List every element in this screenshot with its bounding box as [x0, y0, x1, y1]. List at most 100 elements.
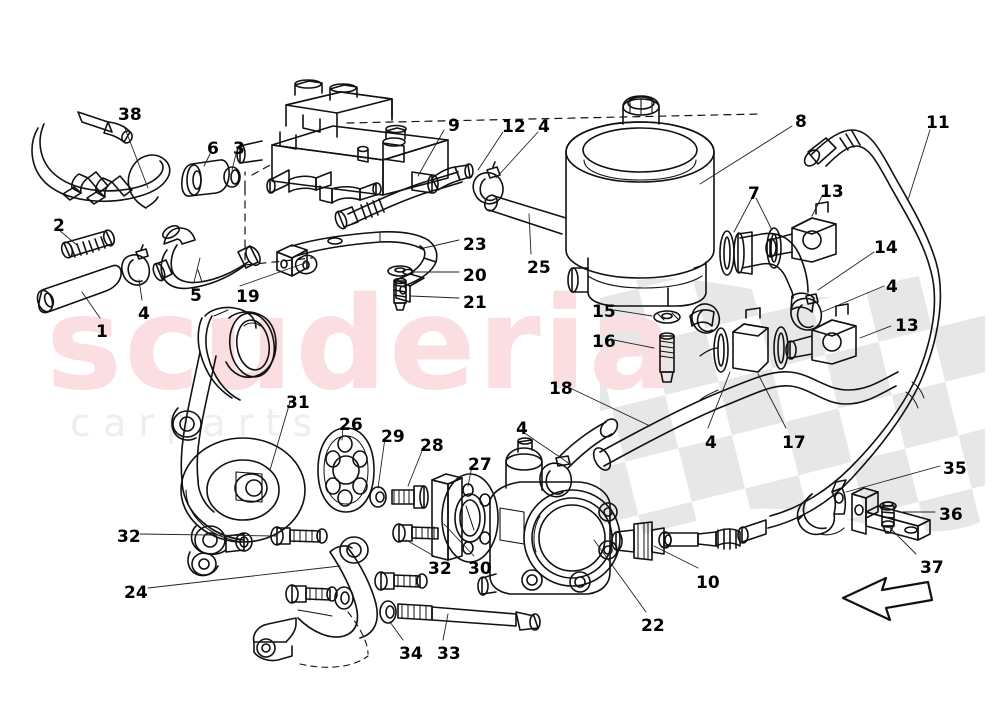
leader-15 — [613, 309, 653, 317]
callout-number-22: 22 — [641, 616, 665, 636]
leader-13b — [859, 325, 892, 339]
part-4-hose-clamp-a — [121, 244, 151, 286]
leader-25 — [528, 213, 532, 255]
leader-22 — [593, 539, 647, 613]
callout-number-15: 15 — [592, 302, 616, 322]
callout-number-4d: 4 — [516, 419, 528, 439]
callout-number-23: 23 — [463, 235, 487, 255]
callout-number-20: 20 — [463, 266, 487, 286]
callout-number-30: 30 — [468, 559, 492, 579]
leader-24 — [147, 565, 341, 589]
leader-34 — [389, 621, 404, 641]
callout-number-32b: 32 — [428, 559, 452, 579]
part-27-drive-flange — [431, 473, 499, 563]
part-10-union-fitting — [611, 521, 665, 561]
callout-number-26: 26 — [339, 415, 363, 435]
callout-number-33: 33 — [437, 644, 461, 664]
part-32-bolt-b — [374, 571, 428, 591]
callout-number-9: 9 — [448, 116, 460, 136]
callout-number-34: 34 — [399, 644, 423, 664]
part-18-suction-hose — [592, 370, 899, 471]
callout-number-17: 17 — [782, 433, 806, 453]
callout-number-24: 24 — [124, 583, 148, 603]
part-4-hose-clamp-b — [472, 161, 504, 205]
part-36-screw — [879, 501, 897, 534]
callout-number-18: 18 — [549, 379, 573, 399]
leader-19 — [239, 261, 309, 287]
callout-number-4e: 4 — [705, 433, 717, 453]
callout-number-12: 12 — [502, 117, 526, 137]
leader-10 — [653, 545, 699, 569]
callout-number-32a: 32 — [117, 527, 141, 547]
callout-number-13a: 13 — [820, 182, 844, 202]
part-2-spring-sleeve — [60, 229, 116, 259]
callout-number-35: 35 — [943, 459, 967, 479]
part-20-washer — [387, 265, 413, 277]
leader-16 — [613, 339, 655, 349]
leader-4e — [707, 371, 731, 429]
leader-33 — [442, 613, 449, 641]
leader-4b — [138, 279, 143, 301]
leader-32b — [405, 539, 435, 557]
part-19-bush — [294, 254, 318, 275]
part-17-seal-cluster — [689, 303, 789, 373]
callout-number-13b: 13 — [895, 316, 919, 336]
part-12-pressure-pipe — [334, 163, 474, 230]
callout-number-19: 19 — [236, 287, 260, 307]
part-30-bolt — [392, 523, 439, 543]
leader-2 — [58, 229, 79, 247]
leader-14 — [817, 251, 875, 291]
part-21-bolt — [393, 277, 407, 311]
callout-number-11: 11 — [926, 113, 950, 133]
leader-38 — [123, 125, 149, 189]
leader-1 — [81, 291, 101, 319]
part-13-elbow-fitting-b — [785, 303, 857, 365]
part-33-long-bolt — [397, 603, 541, 631]
part-5-pressure-hose — [152, 224, 261, 290]
callout-number-27: 27 — [468, 455, 492, 475]
part-14-connector-hose — [733, 231, 815, 313]
leader-18 — [569, 387, 651, 427]
part-9-valve-block — [236, 79, 761, 266]
part-38-sensor-harness — [31, 111, 171, 209]
part-7-seal-rings — [719, 227, 782, 276]
callout-number-28: 28 — [420, 436, 444, 456]
callout-number-8: 8 — [795, 112, 807, 132]
leader-4a — [495, 131, 539, 179]
callout-number-10: 10 — [696, 573, 720, 593]
callout-number-6: 6 — [207, 139, 219, 159]
callout-number-31: 31 — [286, 393, 310, 413]
part-24-pump-bracket — [252, 536, 378, 668]
direction-of-travel-arrow[interactable] — [841, 576, 934, 622]
leader-37 — [889, 527, 917, 555]
leader-4d — [519, 429, 571, 465]
leader-13a — [811, 195, 823, 217]
part-28-bolt — [391, 485, 429, 509]
leader-8 — [699, 125, 793, 185]
callout-number-4c: 4 — [886, 277, 898, 297]
callout-number-16: 16 — [592, 332, 616, 352]
callout-number-1: 1 — [96, 322, 108, 342]
part-13-elbow-fitting-a — [765, 201, 837, 263]
part-23-support-bracket — [276, 231, 438, 303]
part-29-washer — [369, 486, 387, 508]
callout-number-7: 7 — [748, 184, 760, 204]
part-16-banjo-bolt — [659, 332, 675, 383]
part-8-fluid-reservoir — [565, 95, 715, 307]
leader-6 — [203, 153, 211, 167]
leader-5 — [193, 257, 201, 283]
leader-21 — [409, 295, 460, 299]
callout-number-37: 37 — [920, 558, 944, 578]
callout-number-14: 14 — [874, 238, 898, 258]
leader-35 — [845, 465, 941, 493]
leader-29 — [377, 437, 386, 489]
leader-31 — [269, 401, 291, 471]
callout-number-36: 36 — [939, 505, 963, 525]
callout-number-29: 29 — [381, 427, 405, 447]
leader-9 — [417, 129, 445, 177]
leader-28 — [407, 445, 425, 487]
callout-number-38: 38 — [118, 105, 142, 125]
callout-number-4b: 4 — [138, 304, 150, 324]
